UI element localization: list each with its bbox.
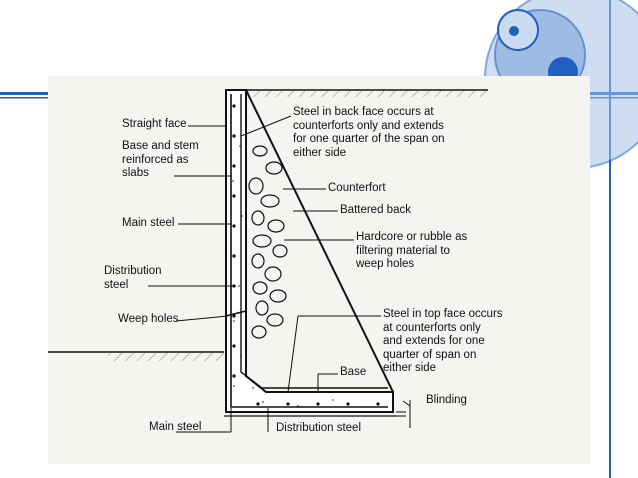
label-distribution-steel-left: Distribution steel [104,265,162,291]
blinding-layer [224,400,411,428]
label-weep-holes: Weep holes [118,313,179,325]
label-top-face-steel: Steel in top face occurs at counterforts… [383,308,503,374]
label-blinding: Blinding [426,394,467,406]
label-hardcore: Hardcore or rubble as filtering material… [356,231,468,270]
rubble-stones [248,145,288,339]
label-main-steel-bottom: Main steel [149,421,202,433]
back-face-steel-bar [240,94,388,389]
weep-hole-pipe [225,310,247,317]
label-base: Base [340,366,367,378]
main-steel-bar [230,94,388,408]
front-ground-line [48,351,224,361]
battered-back-edge [245,89,394,393]
label-main-steel-left: Main steel [122,217,175,229]
scanned-diagram: Straight face Base and stem reinforced a… [48,76,590,464]
label-back-face-steel: Steel in back face occurs at counterfort… [293,106,445,159]
retained-ground-surface [246,89,488,97]
left-leader-lines [148,125,234,433]
right-leader-lines [240,115,411,432]
label-straight-face: Straight face [122,118,187,130]
label-counterfort: Counterfort [328,182,386,194]
label-base-and-stem: Base and stem reinforced as slabs [122,140,199,179]
dot-small [509,26,519,36]
right-vertical-line [609,0,611,478]
wall-stem-and-base [225,89,394,413]
distribution-steel-dots [232,104,380,406]
label-distribution-steel-bottom: Distribution steel [276,422,362,434]
label-battered-back: Battered back [340,204,411,216]
retaining-wall-drawing [48,89,488,433]
